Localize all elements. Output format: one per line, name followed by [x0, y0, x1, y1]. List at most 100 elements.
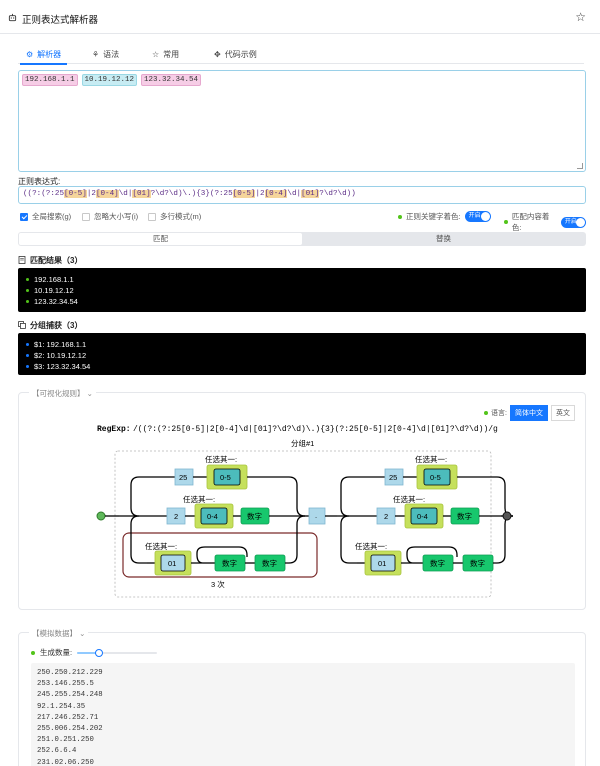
keyword-color-option: 正则关键字着色: 开启 [398, 211, 491, 222]
mock-data-line: 253.146.255.5 [37, 680, 94, 689]
lang-en-button[interactable]: 英文 [551, 405, 575, 421]
app-title: 正则表达式解析器 [8, 12, 98, 26]
favorite-star-icon[interactable]: ☆ [575, 10, 586, 24]
digit-text: 数字 [222, 558, 237, 568]
regex-text-part: \d| [118, 190, 133, 198]
list-item: 10.19.12.12 [26, 285, 578, 296]
multiline-checkbox[interactable] [148, 212, 156, 221]
digit-text: 数字 [430, 558, 445, 568]
global-search-checkbox[interactable] [20, 212, 28, 221]
visualization-section-label-text: 【可视化规则】 [32, 389, 85, 398]
literal-2-text: 2 [384, 512, 388, 521]
literal-dot-text: . [315, 511, 317, 520]
mock-data-output: 250.250.212.229 253.146.255.5 245.255.254.… [31, 663, 575, 766]
rail [130, 515, 147, 564]
slider-handle[interactable] [95, 648, 104, 657]
choose-one-label: 任选其一: [205, 454, 237, 464]
mock-data-line: 217.246.252.71 [37, 713, 99, 722]
regex-text-part: ((?:(?:25 [23, 190, 65, 198]
document-icon [18, 255, 26, 266]
match-results-box: 192.168.1.1 10.19.12.12 123.32.34.54 [18, 268, 586, 312]
regexp-label: RegExp: [97, 425, 131, 434]
tab-common-label: 常用 [163, 49, 180, 59]
match-results-title-text: 匹配结果（3） [30, 256, 83, 265]
choose-one-label: 任选其一: [415, 454, 447, 464]
rail [401, 546, 458, 564]
visualization-card: 【可视化规则】 ⌄ 语言: 简体中文 英文 .rl { fill: none; … [18, 388, 586, 610]
lang-zh-button[interactable]: 简体中文 [510, 405, 548, 421]
mock-data-line: 250.250.212.229 [37, 669, 103, 677]
replace-mode-button[interactable]: 替换 [436, 234, 451, 243]
mock-data-line: 231.02.06.250 [37, 758, 94, 766]
list-item: $2: 10.19.12.12 [26, 350, 578, 361]
ignore-case-checkbox[interactable] [82, 212, 90, 221]
bullet-icon [26, 289, 29, 292]
class-range-text: 0-5 [430, 473, 441, 482]
mock-data-line: 255.006.254.202 [37, 724, 103, 733]
options-row: 全局搜索(g) 忽略大小写(i) 多行模式(m) 正则关键字着色: 开启 匹配内… [18, 211, 586, 232]
regex-keyword-highlight: [0-4] [95, 190, 119, 198]
regex-text-part: ?\d?\d)) [319, 190, 356, 198]
language-switch: 语言: 简体中文 英文 [484, 405, 575, 421]
choose-one-label: 任选其一: [355, 541, 387, 551]
bullet-icon [26, 278, 29, 281]
match-results-title: 匹配结果（3） [18, 255, 82, 266]
multiline-label: 多行模式(m) [160, 212, 202, 221]
class-range-0-5 [423, 468, 451, 486]
class-range-0-4 [410, 507, 438, 525]
class-range-text: 0-4 [207, 512, 218, 521]
list-item: $1: 192.168.1.1 [26, 339, 578, 350]
mock-data-section-label-text: 【模拟数据】 [32, 629, 77, 638]
status-dot [484, 411, 489, 415]
code-icon: ✥ [214, 49, 221, 59]
tab-syntax[interactable]: ⚘ 语法 [92, 44, 119, 64]
syntax-icon: ⚘ [92, 49, 100, 59]
mock-data-line: 92.1.254.35 [37, 702, 86, 711]
literal-2-text: 2 [174, 512, 178, 521]
ignore-case-option[interactable]: 忽略大小写(i) [82, 211, 138, 222]
match-value: 123.32.34.54 [34, 297, 78, 306]
match-chip: 123.32.34.54 [141, 74, 202, 86]
literal-25-text: 25 [389, 473, 397, 482]
star-icon: ☆ [152, 49, 160, 59]
regex-text-part: ?\d?\d)\.){3}(?:25 [150, 190, 233, 198]
regex-text-part: \d| [287, 190, 302, 198]
multiline-option[interactable]: 多行模式(m) [148, 211, 201, 222]
rail [191, 546, 248, 564]
match-value: 192.168.1.1 [34, 275, 74, 284]
match-color-switch[interactable]: 开启 [560, 216, 586, 228]
keyword-color-switch[interactable]: 开启 [464, 211, 491, 222]
choose-one-label: 任选其一: [393, 494, 425, 504]
test-string-input[interactable]: 192.168.1.1 10.19.12.12 123.32.34.54 [18, 70, 586, 172]
tab-syntax-label: 语法 [103, 49, 120, 59]
regex-input[interactable]: ((?:(?:25[0-5]|2[0-4]\d|[01]?\d?\d)\.){3… [18, 186, 586, 204]
mock-data-section-label[interactable]: 【模拟数据】 ⌄ [29, 628, 89, 639]
mock-data-card: 【模拟数据】 ⌄ 生成数量: 250.250.212.229 253.146.25… [18, 628, 586, 766]
tab-parser-label: 解析器 [37, 49, 62, 59]
end-node [502, 511, 512, 521]
generate-count-slider[interactable] [77, 648, 158, 658]
digit-text: 数字 [470, 558, 485, 568]
rail [493, 515, 514, 564]
tab-code-examples-label: 代码示例 [224, 49, 257, 59]
match-mode-button[interactable]: 匹配 [19, 233, 302, 245]
tab-common[interactable]: ☆ 常用 [152, 44, 179, 64]
generate-count-label: 生成数量: [40, 648, 73, 657]
match-color-label: 匹配内容着色: [511, 212, 550, 232]
global-search-option[interactable]: 全局搜索(g) [20, 211, 71, 222]
capture-value: $3: 123.32.34.54 [34, 362, 91, 371]
tab-code-examples[interactable]: ✥ 代码示例 [214, 44, 257, 64]
status-dot [31, 650, 35, 655]
regex-keyword-highlight: [01] [301, 190, 320, 198]
class-01-text: 01 [168, 559, 176, 568]
visualization-section-label[interactable]: 【可视化规则】 ⌄ [29, 388, 96, 399]
language-label: 语言: [491, 410, 507, 417]
generate-count-row: 生成数量: [31, 647, 158, 658]
slider-fill [77, 651, 100, 654]
group-capture-title-text: 分组捕获（3） [30, 321, 83, 330]
resize-handle[interactable] [577, 163, 583, 169]
rail [285, 515, 306, 564]
mock-data-line: 245.255.254.248 [37, 691, 103, 700]
capture-value: $2: 10.19.12.12 [34, 351, 87, 360]
tab-parser[interactable]: ⚙ 解析器 [19, 44, 68, 65]
